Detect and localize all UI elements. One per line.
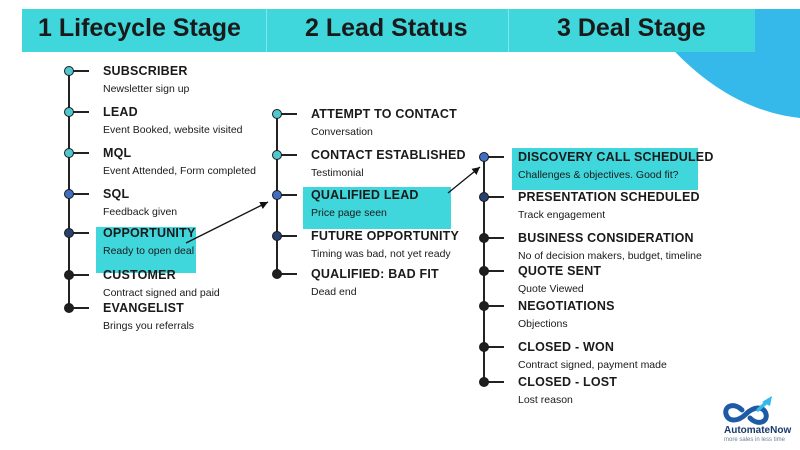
stage-node: [64, 189, 74, 199]
stage-description: Objections: [518, 318, 568, 330]
stage-title: PRESENTATION SCHEDULED: [518, 190, 700, 204]
stage-node: [272, 190, 282, 200]
connector-tick: [277, 194, 297, 196]
stage-node: [64, 303, 74, 313]
stage-description: Newsletter sign up: [103, 83, 190, 95]
connector-tick: [69, 111, 89, 113]
stage-node: [479, 152, 489, 162]
stage-title: FUTURE OPPORTUNITY: [311, 229, 460, 243]
stage-title: QUALIFIED: BAD FIT: [311, 267, 439, 281]
connector-tick: [69, 232, 89, 234]
stage-title: DISCOVERY CALL SCHEDULED: [518, 150, 714, 164]
connector-tick: [484, 305, 504, 307]
stage-node: [64, 270, 74, 280]
header-divider: [508, 9, 509, 52]
stage-title: OPPORTUNITY: [103, 226, 196, 240]
stage-description: Event Attended, Form completed: [103, 165, 256, 177]
stage-title: ATTEMPT TO CONTACT: [311, 107, 457, 121]
stage-description: Contract signed, payment made: [518, 359, 667, 371]
logo-name: AutomateNow: [724, 425, 792, 436]
connector-tick: [484, 156, 504, 158]
connector-tick: [484, 381, 504, 383]
stage-node: [64, 66, 74, 76]
stage-description: Lost reason: [518, 394, 573, 406]
connector-tick: [277, 154, 297, 156]
stage-title: LEAD: [103, 105, 138, 119]
stage-node: [479, 377, 489, 387]
connector-tick: [484, 196, 504, 198]
stage-title: QUOTE SENT: [518, 264, 602, 278]
stage-title: SQL: [103, 187, 130, 201]
connector-tick: [69, 152, 89, 154]
stage-title: NEGOTIATIONS: [518, 299, 615, 313]
stage-node: [272, 269, 282, 279]
stage-node: [479, 301, 489, 311]
stage-title: BUSINESS CONSIDERATION: [518, 231, 694, 245]
stage-description: Brings you referrals: [103, 320, 195, 332]
stage-title: CLOSED - WON: [518, 340, 615, 354]
stage-description: Contract signed and paid: [103, 287, 220, 299]
stage-description: Conversation: [311, 126, 373, 138]
header-bar: [22, 9, 755, 52]
header-divider: [266, 9, 267, 52]
connector-tick: [69, 307, 89, 309]
stage-node: [64, 148, 74, 158]
stage-description: Track engagement: [518, 209, 606, 221]
stage-description: Timing was bad, not yet ready: [311, 248, 451, 260]
connector-tick: [484, 346, 504, 348]
infinity-arrow-icon: [723, 396, 772, 425]
stage-node: [479, 233, 489, 243]
stage-description: Event Booked, website visited: [103, 124, 243, 136]
connector-tick: [484, 237, 504, 239]
connector-tick: [277, 273, 297, 275]
logo-tagline: more sales in less time: [724, 437, 786, 443]
header-deal-stage: 3 Deal Stage: [557, 14, 706, 42]
stage-node: [272, 150, 282, 160]
connector-tick: [484, 270, 504, 272]
stage-title: CLOSED - LOST: [518, 375, 618, 389]
stage-title: CONTACT ESTABLISHED: [311, 148, 466, 162]
header-lifecycle-stage: 1 Lifecycle Stage: [38, 14, 241, 42]
stage-title: EVANGELIST: [103, 301, 184, 315]
connector-tick: [277, 235, 297, 237]
stage-node: [272, 109, 282, 119]
stage-node: [272, 231, 282, 241]
highlight-box: [303, 187, 451, 229]
stage-description: Dead end: [311, 286, 357, 298]
header-lead-status: 2 Lead Status: [305, 14, 468, 42]
stage-node: [479, 192, 489, 202]
stage-title: QUALIFIED LEAD: [311, 188, 419, 202]
stage-title: CUSTOMER: [103, 268, 176, 282]
stage-node: [479, 266, 489, 276]
connector-tick: [69, 193, 89, 195]
stage-title: SUBSCRIBER: [103, 64, 188, 78]
stage-description: Feedback given: [103, 206, 178, 218]
stage-node: [64, 228, 74, 238]
highlight-box: [512, 148, 698, 190]
stage-description: No of decision makers, budget, timeline: [518, 250, 702, 262]
highlight-box: [96, 227, 196, 273]
stage-description: Ready to open deal: [103, 245, 195, 257]
connector-tick: [69, 70, 89, 72]
stage-title: MQL: [103, 146, 132, 160]
stage-description: Testimonial: [311, 167, 364, 179]
stage-description: Challenges & objectives. Good fit?: [518, 169, 679, 181]
stage-node: [479, 342, 489, 352]
stage-node: [64, 107, 74, 117]
stage-description: Quote Viewed: [518, 283, 584, 295]
stage-description: Price page seen: [311, 207, 387, 219]
connector-tick: [69, 274, 89, 276]
connector-tick: [277, 113, 297, 115]
